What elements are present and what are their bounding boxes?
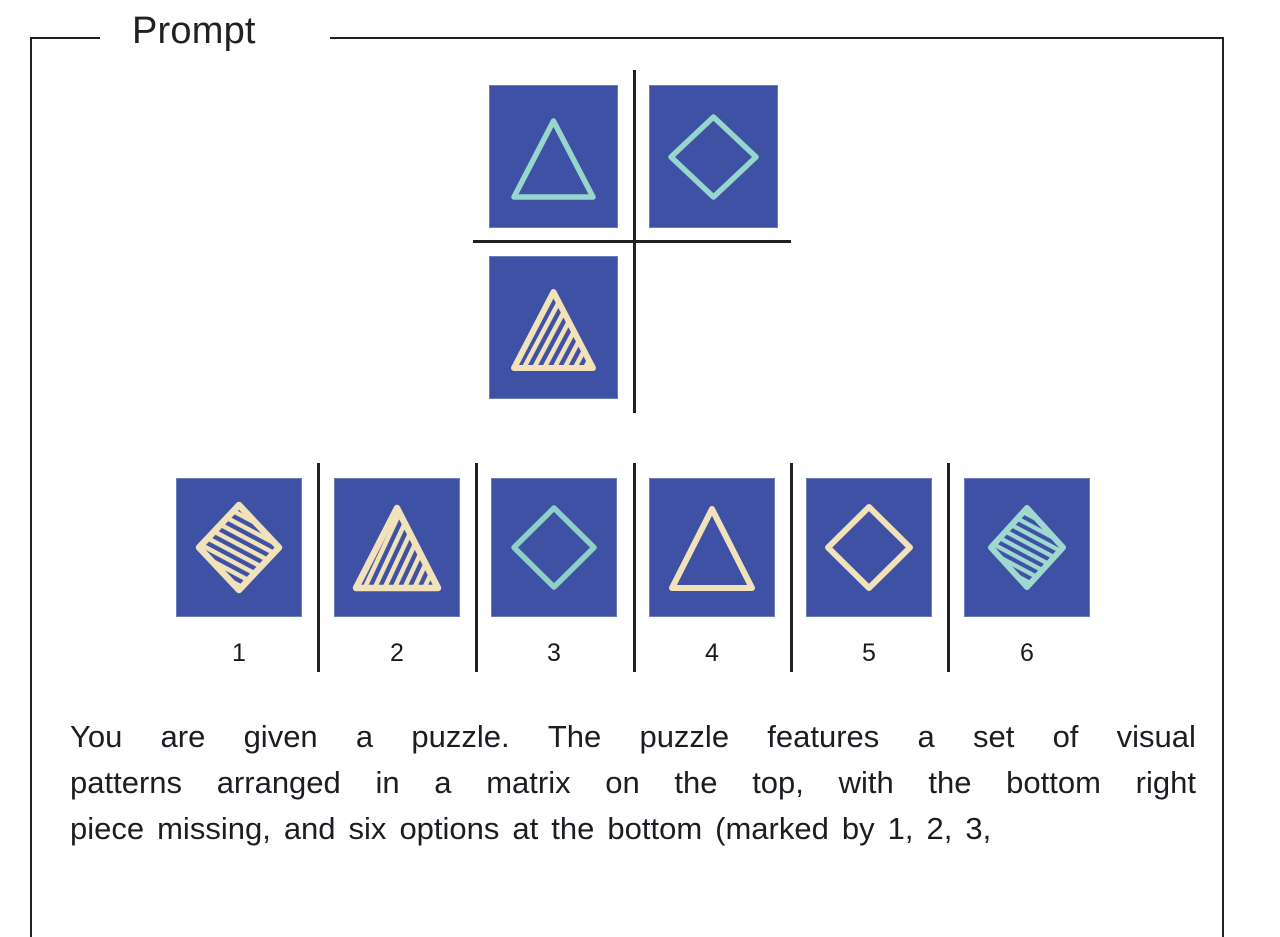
option-tile-2[interactable] xyxy=(334,478,460,617)
prompt-word: on xyxy=(605,765,640,800)
prompt-word: are xyxy=(160,719,206,754)
triangle-striped-cream-icon xyxy=(352,504,442,592)
option-label-1: 1 xyxy=(232,639,246,667)
puzzle-matrix xyxy=(0,0,1280,430)
prompt-word: 2, xyxy=(926,811,953,846)
option-label-3: 3 xyxy=(547,639,561,667)
prompt-word: right xyxy=(1135,765,1196,800)
option-separator-4 xyxy=(790,463,793,672)
diamond-striped-cream-icon xyxy=(195,501,283,594)
prompt-word: a xyxy=(355,719,374,754)
prompt-word: and xyxy=(283,811,336,846)
prompt-word: 3, xyxy=(965,811,992,846)
prompt-legend-label: Prompt xyxy=(132,10,256,52)
prompt-line-1: You are given a puzzle. The puzzle features a set… xyxy=(70,714,1196,760)
prompt-word: You xyxy=(70,719,123,754)
prompt-word: of xyxy=(1052,719,1079,754)
prompt-word: at xyxy=(512,811,539,846)
prompt-description-text: You are given a puzzle. The puzzle features a set… xyxy=(70,714,1196,852)
matrix-cell-row1-col1 xyxy=(489,85,618,228)
option-tile-5[interactable] xyxy=(806,478,932,617)
prompt-word: by xyxy=(841,811,875,846)
option-tile-6[interactable] xyxy=(964,478,1090,617)
prompt-fieldset-frame xyxy=(30,37,1224,937)
prompt-word: a xyxy=(434,765,452,800)
diamond-striped-teal-icon xyxy=(988,505,1066,590)
legend-gap xyxy=(100,28,330,50)
option-separator-5 xyxy=(947,463,950,672)
prompt-word: in xyxy=(375,765,400,800)
matrix-horizontal-divider xyxy=(473,240,791,243)
option-label-5: 5 xyxy=(862,639,876,667)
matrix-cell-row2-col2-missing xyxy=(649,256,778,399)
prompt-word: features xyxy=(767,719,880,754)
prompt-word: matrix xyxy=(486,765,571,800)
matrix-cell-row1-col2 xyxy=(649,85,778,228)
option-label-2: 2 xyxy=(390,639,404,667)
prompt-word: The xyxy=(547,719,602,754)
option-label-6: 6 xyxy=(1020,639,1034,667)
prompt-word: set xyxy=(972,719,1015,754)
option-tile-4[interactable] xyxy=(649,478,775,617)
option-separator-1 xyxy=(317,463,320,672)
option-tile-1[interactable] xyxy=(176,478,302,617)
prompt-word: bottom xyxy=(607,811,703,846)
prompt-word: the xyxy=(928,765,972,800)
option-separator-2 xyxy=(475,463,478,672)
prompt-word: arranged xyxy=(216,765,341,800)
diamond-outline-cream-icon xyxy=(825,504,913,591)
prompt-word: piece xyxy=(70,811,145,846)
triangle-outline-teal-icon xyxy=(511,118,596,200)
prompt-word: patterns xyxy=(70,765,183,800)
prompt-word: a xyxy=(917,719,935,754)
prompt-word: (marked xyxy=(715,811,829,846)
option-separator-3 xyxy=(633,463,636,672)
triangle-outline-cream-icon xyxy=(669,506,755,591)
prompt-word: puzzle. xyxy=(411,719,510,754)
matrix-cell-row2-col1 xyxy=(489,256,618,399)
option-tile-3[interactable] xyxy=(491,478,617,617)
prompt-word: bottom xyxy=(1006,765,1101,800)
option-label-4: 4 xyxy=(705,639,719,667)
prompt-word: six xyxy=(348,811,387,846)
prompt-word: options xyxy=(399,811,500,846)
diamond-outline-teal-icon xyxy=(511,505,597,590)
prompt-word: given xyxy=(243,719,318,754)
prompt-word: 1, xyxy=(887,811,914,846)
options-row: 1 2 3 4 5 xyxy=(0,455,1280,685)
prompt-word: the xyxy=(551,811,595,846)
diamond-outline-teal-icon xyxy=(668,114,759,200)
prompt-word: top, xyxy=(752,765,804,800)
prompt-word: missing, xyxy=(157,811,271,846)
prompt-word: the xyxy=(674,765,718,800)
prompt-word: with xyxy=(838,765,894,800)
prompt-word: visual xyxy=(1116,719,1196,754)
triangle-striped-cream-icon xyxy=(511,289,596,371)
prompt-word: puzzle xyxy=(639,719,730,754)
